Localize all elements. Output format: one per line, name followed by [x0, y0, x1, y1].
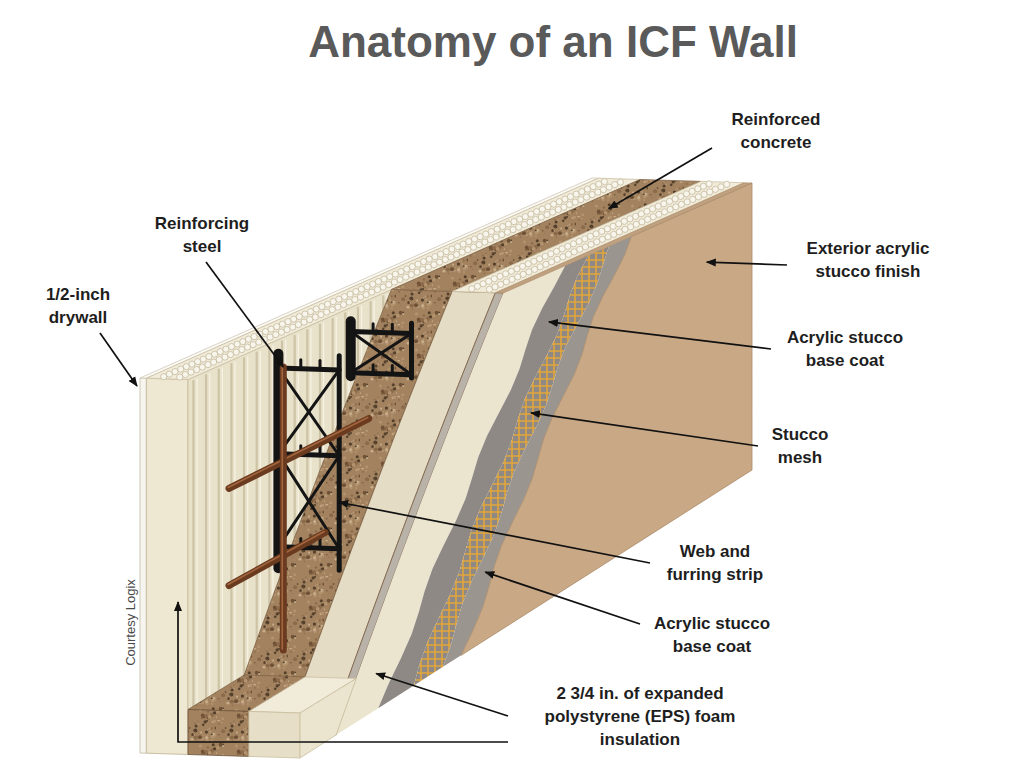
leader-line [707, 262, 787, 265]
rebar-clip [319, 446, 322, 455]
rebar-highlight [228, 531, 324, 584]
web-brace [351, 332, 412, 375]
leader-line [549, 322, 771, 349]
part-label: Exterior acrylic stucco finish [793, 237, 943, 283]
web-rung [351, 373, 412, 375]
eps-rib [234, 362, 235, 721]
rebar-clip [299, 360, 302, 369]
web-rung [278, 547, 339, 549]
rebar-clip [372, 365, 375, 374]
rebar-clip [391, 324, 394, 333]
web-rung [351, 332, 412, 334]
eps-rib [222, 368, 223, 729]
foam-knobs [161, 179, 730, 381]
leader-lines [100, 148, 787, 742]
rebar-clip [319, 539, 322, 548]
leader-line [531, 413, 758, 446]
eps-groove [281, 341, 283, 691]
part-label: Stucco mesh [764, 423, 836, 469]
part-label: Reinforced concrete [716, 108, 836, 154]
part-label: 1/2-inch drywall [36, 283, 120, 329]
rebar [229, 419, 369, 489]
web-brace [278, 456, 339, 547]
rebar-clip [391, 365, 394, 374]
eps-top [146, 178, 640, 379]
eps-groove [243, 358, 245, 715]
foam-knob [601, 179, 607, 185]
credit-note: Courtesy Logix [122, 579, 137, 666]
part-label: Acrylic stucco base coat [645, 612, 780, 658]
diagram-title: Anatomy of an ICF Wall [213, 16, 893, 68]
eps-groove [218, 370, 220, 732]
eps-rib [247, 357, 248, 713]
part-label: Web and furring strip [656, 540, 774, 586]
eps-groove [230, 364, 232, 723]
concrete-top [391, 180, 700, 292]
part-label: 2 3/4 in. of expanded polystyrene (EPS) … [515, 682, 765, 751]
rebar-highlight [228, 418, 368, 488]
part-label: Acrylic stucco base coat [778, 326, 913, 372]
leader-line [376, 673, 508, 716]
web-brace [278, 368, 339, 456]
foam-knob [724, 181, 730, 187]
eps-top [452, 181, 744, 292]
leader-line [485, 572, 640, 624]
eps-rib [209, 374, 210, 737]
rebar-clip [319, 360, 322, 369]
leader-line [100, 333, 137, 386]
eps-end [146, 378, 188, 754]
leader-line [339, 502, 650, 563]
concrete-slab-end [188, 710, 249, 757]
eps-groove [192, 381, 194, 747]
eps-groove [205, 375, 207, 739]
web-brace [278, 454, 339, 549]
eps-rib [196, 379, 197, 745]
web-rung [278, 368, 339, 370]
drywall-end [140, 378, 146, 753]
foam-knob [617, 179, 623, 185]
part-label: Reinforcing steel [147, 212, 257, 258]
rebar [280, 367, 287, 650]
web-bar [337, 356, 342, 570]
web-brace [351, 333, 412, 372]
rebar [229, 532, 325, 585]
eps-slab-end [249, 711, 300, 758]
leader-line [178, 602, 508, 742]
leader-line [206, 262, 283, 367]
rebar-clip [372, 324, 375, 333]
foam-knob [706, 181, 712, 187]
eps-slab-face [300, 678, 356, 758]
rebar-highlight [281, 366, 283, 649]
leader-line [609, 148, 712, 209]
